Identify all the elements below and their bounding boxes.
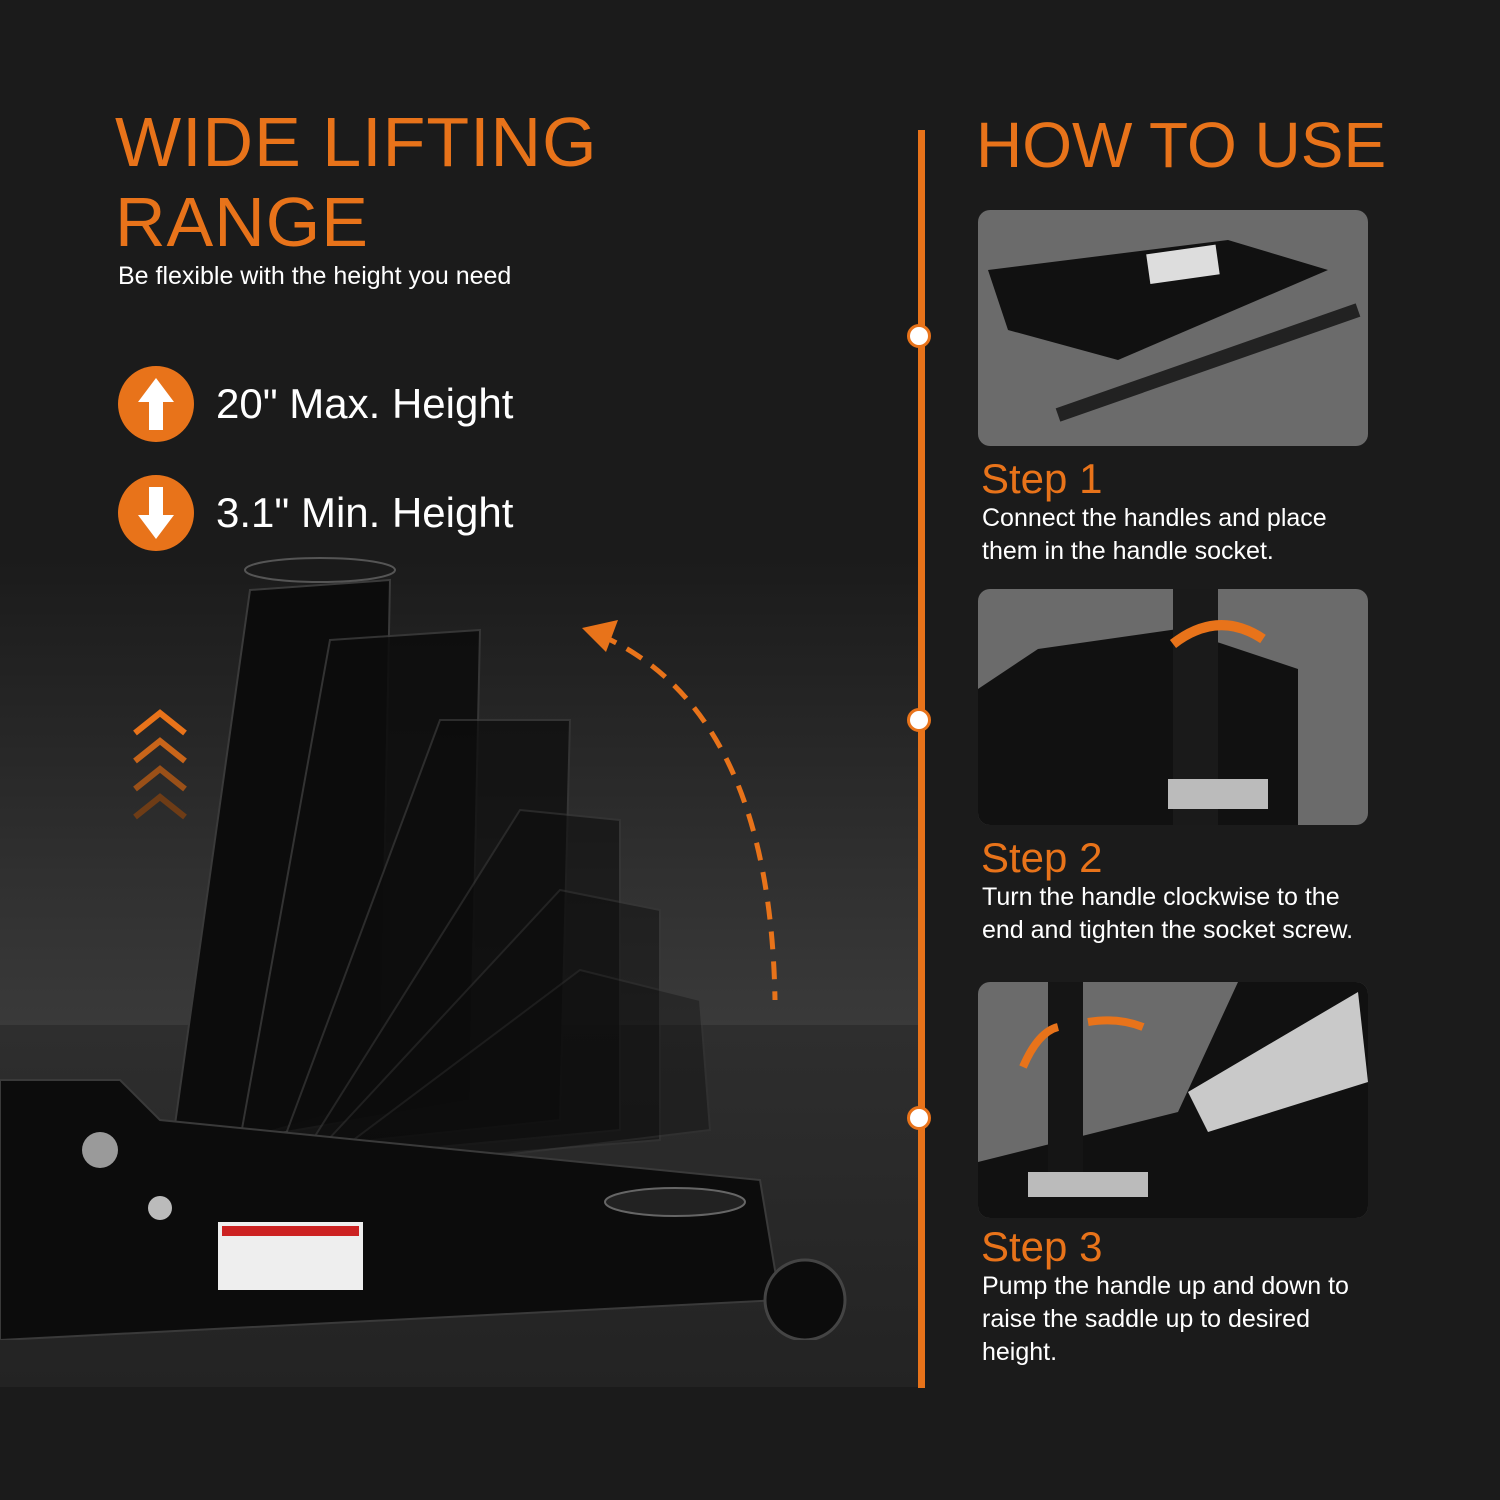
chevrons-up-icon bbox=[133, 709, 187, 820]
step-3-title: Step 3 bbox=[981, 1223, 1103, 1270]
timeline-dot-step-3 bbox=[907, 1106, 931, 1130]
step-1-description: Connect the handles and place them in th… bbox=[982, 504, 1327, 565]
step-1-title: Step 1 bbox=[981, 455, 1103, 502]
section-subtitle: Be flexible with the height you need bbox=[118, 262, 512, 290]
arrow-down-icon bbox=[118, 475, 194, 551]
step-3-photo bbox=[978, 982, 1368, 1218]
spec-label: 3.1" Min. Height bbox=[216, 489, 514, 536]
arrow-up-icon bbox=[118, 366, 194, 442]
step-2-title: Step 2 bbox=[981, 834, 1103, 881]
step-2-description: Turn the handle clockwise to the end and… bbox=[982, 883, 1354, 944]
section-title: WIDE LIFTING RANGE bbox=[115, 102, 598, 262]
timeline-dot-step-1 bbox=[907, 324, 931, 348]
lift-arc-arrow-icon bbox=[582, 620, 778, 1001]
title-line-1: WIDE LIFTING bbox=[115, 103, 598, 181]
timeline-dot-step-2 bbox=[907, 708, 931, 732]
floor-jack-image bbox=[0, 557, 847, 1340]
spec-label: 20" Max. Height bbox=[216, 380, 514, 427]
spec-min-height: 3.1" Min. Height bbox=[118, 475, 513, 551]
spec-max-height: 20" Max. Height bbox=[118, 366, 513, 442]
timeline-line bbox=[918, 130, 925, 1388]
how-to-use-title: HOW TO USE bbox=[976, 109, 1387, 181]
step-3-description: Pump the handle up and down to raise the… bbox=[982, 1272, 1349, 1366]
step-1-photo bbox=[978, 210, 1368, 446]
step-2-photo bbox=[978, 589, 1368, 825]
title-line-2: RANGE bbox=[115, 183, 369, 261]
